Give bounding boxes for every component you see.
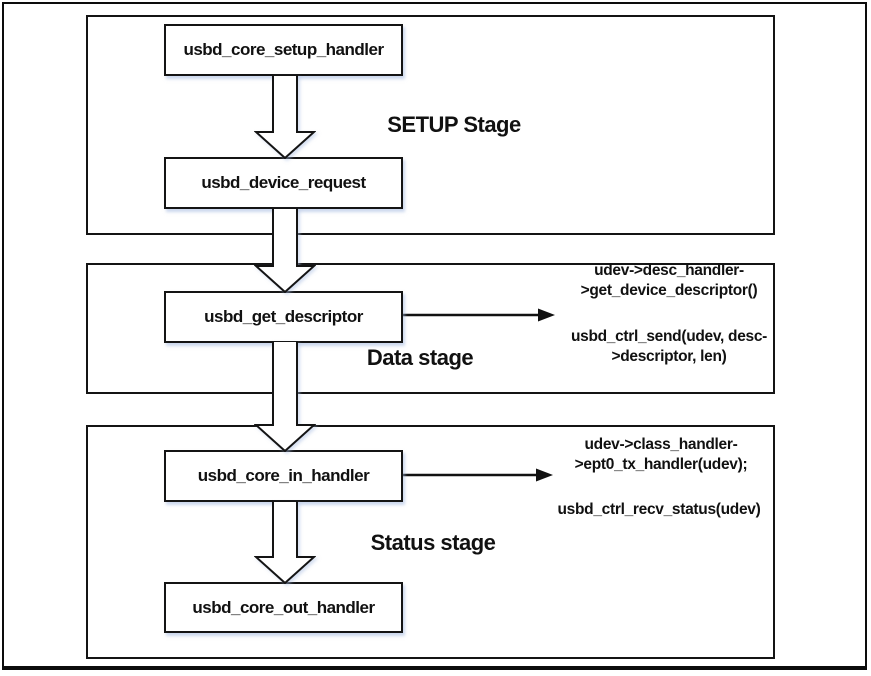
setup-handler-box: usbd_core_setup_handler	[164, 24, 403, 76]
down-arrow-icon	[254, 341, 316, 452]
setup-stage-rect	[86, 15, 775, 235]
down-arrow-icon	[254, 75, 316, 159]
right-arrow-icon	[402, 308, 555, 322]
data-stage-callout-top: udev->desc_handler- >get_device_descript…	[580, 262, 758, 299]
down-arrow-icon	[254, 501, 316, 584]
core-out-handler-box-label: usbd_core_out_handler	[192, 597, 375, 617]
status-stage-callout-top: udev->class_handler- >ept0_tx_handler(ud…	[574, 436, 748, 473]
status-stage-rect	[86, 425, 775, 659]
right-arrow-icon	[402, 468, 553, 482]
core-out-handler-box: usbd_core_out_handler	[164, 582, 403, 633]
setup-handler-box-label: usbd_core_setup_handler	[183, 40, 384, 59]
data-stage-callout-bottom: usbd_ctrl_send(udev, desc- >descriptor, …	[570, 328, 768, 365]
data-stage-label: Data stage	[366, 345, 474, 370]
status-stage-callout-bottom: usbd_ctrl_recv_status(udev)	[557, 501, 761, 518]
core-in-handler-box-label: usbd_core_in_handler	[197, 466, 370, 485]
setup-stage-label: SETUP Stage	[387, 112, 521, 137]
get-descriptor-box-label: usbd_get_descriptor	[204, 307, 363, 326]
data-stage-rect	[86, 263, 775, 394]
down-arrow-icon	[254, 208, 316, 293]
get-descriptor-box: usbd_get_descriptor	[164, 291, 403, 343]
device-request-box: usbd_device_request	[164, 157, 403, 209]
core-in-handler-box: usbd_core_in_handler	[164, 450, 403, 502]
status-stage-label: Status stage	[370, 530, 496, 555]
device-request-box-label: usbd_device_request	[201, 173, 366, 192]
